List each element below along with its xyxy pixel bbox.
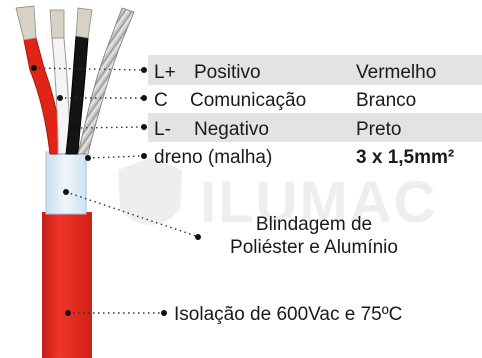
drain-name: dreno (malha) xyxy=(154,147,272,168)
outer-jacket xyxy=(42,212,92,358)
conductors xyxy=(15,5,135,155)
leader-lines xyxy=(31,65,201,316)
watermark-shield-icon xyxy=(118,158,182,225)
drain-spec: 3 x 1,5mm² xyxy=(356,147,454,168)
watermark: ILUMAC xyxy=(118,158,438,235)
white-conductor-strands xyxy=(49,9,65,39)
row-3-code: L- xyxy=(154,119,171,140)
row-2-code: C xyxy=(154,90,168,111)
conductor-table: L+ Positivo Vermelho C Comunicação Branc… xyxy=(154,62,454,168)
row-2-color: Branco xyxy=(356,90,416,111)
watermark-text: ILUMAC xyxy=(200,170,438,235)
row-1-color: Vermelho xyxy=(356,62,436,83)
row-3-color: Preto xyxy=(356,119,401,140)
black-conductor-strands xyxy=(75,7,93,39)
row-2-name: Comunicação xyxy=(190,90,306,111)
shield-label: Blindagem de Poliéster e Alumínio xyxy=(230,214,398,258)
insulation-label: Isolação de 600Vac e 75ºC xyxy=(174,304,402,325)
shield-label-line-2: Poliéster e Alumínio xyxy=(230,237,398,258)
row-3-name: Negativo xyxy=(194,119,269,140)
shield-label-line-1: Blindagem de xyxy=(256,214,372,235)
foil-shield xyxy=(45,151,87,215)
row-1-name: Positivo xyxy=(194,62,261,83)
drain-braid xyxy=(77,7,135,155)
table-row-1-shade xyxy=(148,55,482,85)
row-1-code: L+ xyxy=(154,62,176,83)
table-row-3-shade xyxy=(148,113,482,142)
red-conductor-strands xyxy=(15,5,37,41)
